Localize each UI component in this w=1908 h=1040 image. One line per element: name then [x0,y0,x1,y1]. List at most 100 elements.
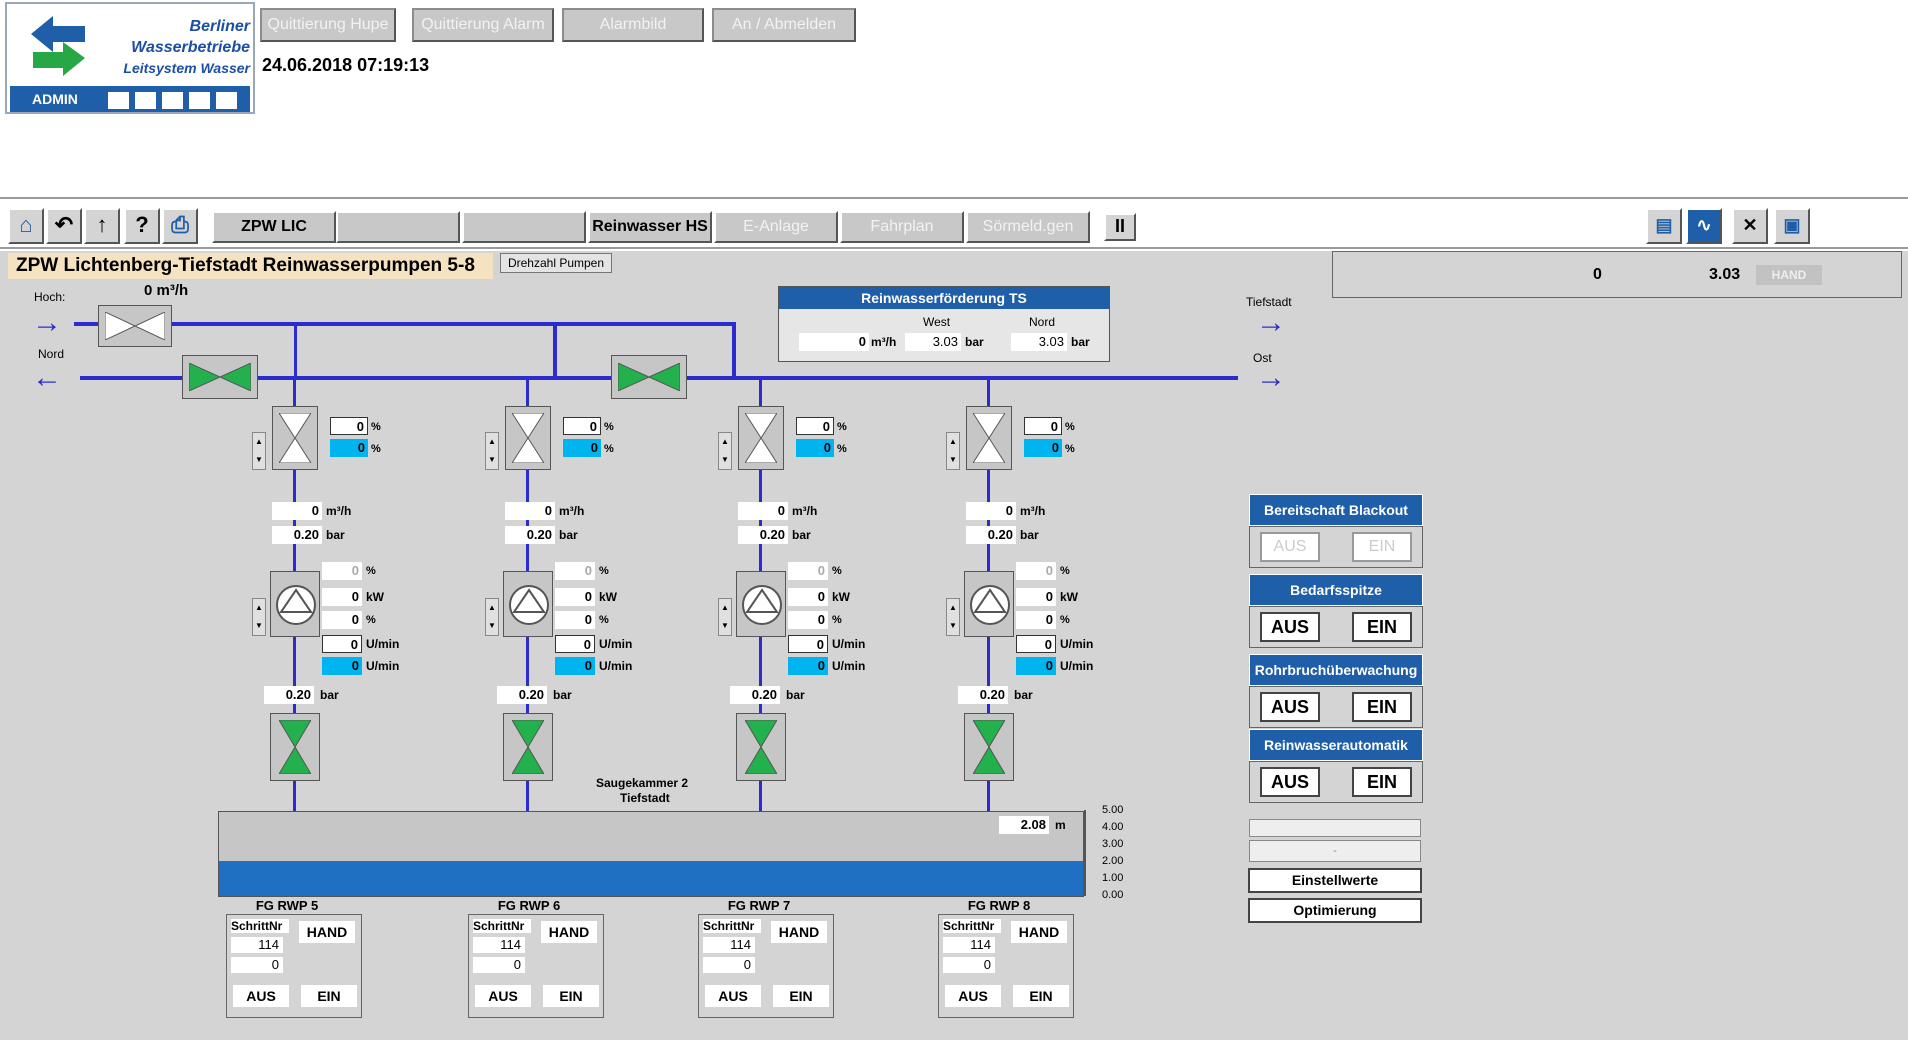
fg-aus-button[interactable]: AUS [233,985,289,1007]
fg-mode-button[interactable]: HAND [299,921,355,943]
pump-power: 0 [1016,588,1056,606]
pump-rpm-setpoint[interactable]: 0 [1016,635,1056,653]
pump-rpm-setpoint[interactable]: 0 [322,635,362,653]
pump-pct-1: 0 [555,562,595,580]
tools-icon[interactable]: ✕ [1732,208,1768,244]
an-abmelden-button[interactable]: An / Abmelden [712,8,856,42]
valve-top[interactable] [98,305,172,347]
valve-pump-top[interactable] [966,406,1012,470]
fg-ein-button[interactable]: EIN [1013,985,1069,1007]
pump[interactable] [503,571,553,637]
panel-aus-button[interactable]: AUS [1260,767,1320,797]
alarmbild-button[interactable]: Alarmbild [562,8,704,42]
fg-mode-button[interactable]: HAND [771,921,827,943]
pump[interactable] [736,571,786,637]
valve-open-icon [189,363,251,391]
trend-icon[interactable]: ∿ [1686,208,1722,244]
fg-mode-button[interactable]: HAND [1011,921,1067,943]
unit-umin: U/min [832,659,866,673]
pump-stepper[interactable]: ▲▼ [252,598,266,636]
drehzahl-pumpen-button[interactable]: Drehzahl Pumpen [500,253,612,273]
valve-main-1[interactable] [182,355,258,399]
valve-stepper[interactable]: ▲▼ [718,432,732,470]
valve-pump-bottom[interactable] [503,713,553,781]
rwf-col-nord: Nord [1029,315,1056,329]
panel-title: Rohrbruchüberwachung [1249,654,1423,686]
pump-stepper[interactable]: ▲▼ [485,598,499,636]
help-icon[interactable]: ? [124,208,160,244]
fg-title: FG RWP 5 [255,898,319,913]
print-icon[interactable]: ⎙ [162,208,198,244]
unit-bar: bar [553,688,572,702]
fg-ein-button[interactable]: EIN [773,985,829,1007]
einstellwerte-button[interactable]: Einstellwerte [1248,868,1422,893]
fg-ein-button[interactable]: EIN [543,985,599,1007]
panel-aus-button[interactable]: AUS [1260,692,1320,722]
fg-box: SchrittNr 114 0 HAND AUS EIN [938,914,1074,1018]
fg-aus-button[interactable]: AUS [705,985,761,1007]
valve-pump-bottom[interactable] [270,713,320,781]
fg-aus-button[interactable]: AUS [475,985,531,1007]
valve-position: 0 [1024,417,1062,435]
tab-reinwasser-hs[interactable]: Reinwasser HS [588,211,712,243]
unit-pct: % [837,443,847,455]
tab-e-anlage[interactable]: E-Anlage [714,211,838,243]
unit-m3h: m³/h [559,504,585,518]
valve-pump-bottom[interactable] [964,713,1014,781]
pump-stepper[interactable]: ▲▼ [718,598,732,636]
panel-ein-button[interactable]: EIN [1352,692,1412,722]
report-icon[interactable]: ▤ [1646,208,1682,244]
rwf-nord: 3.03 [1011,333,1067,351]
unit-pct: % [1060,614,1070,626]
fg-value: 0 [703,957,755,973]
pump-rpm-setpoint[interactable]: 0 [555,635,595,653]
panel-ein-button[interactable]: EIN [1352,532,1412,562]
valve-pump-top[interactable] [505,406,551,470]
valve-pump-top[interactable] [272,406,318,470]
pause-button[interactable]: II [1104,213,1136,241]
user-slot [107,91,130,110]
fg-schritt-value: 114 [473,937,525,953]
monitor-icon[interactable]: ▣ [1774,208,1810,244]
panel-aus-button[interactable]: AUS [1260,612,1320,642]
panel-aus-button[interactable]: AUS [1260,532,1320,562]
flow-value: 0 [966,502,1016,520]
valve-pump-bottom[interactable] [736,713,786,781]
rwf-west-unit: bar [965,335,984,349]
pump-stepper[interactable]: ▲▼ [946,598,960,636]
up-arrow-icon[interactable]: ↑ [84,208,120,244]
tab-fahrplan[interactable]: Fahrplan [840,211,964,243]
pump[interactable] [964,571,1014,637]
panel-ein-button[interactable]: EIN [1352,767,1412,797]
valve-stepper[interactable]: ▲▼ [485,432,499,470]
tab-empty-1[interactable] [336,211,460,243]
tab-zpw-lic[interactable]: ZPW LIC [212,211,336,243]
back-icon[interactable]: ↶ [46,208,82,244]
tab-soermeld-gen[interactable]: Sörmeld.gen [966,211,1090,243]
valve-stepper[interactable]: ▲▼ [252,432,266,470]
side-field-2: - [1249,840,1421,862]
panel-ein-button[interactable]: EIN [1352,612,1412,642]
valve-main-2[interactable] [611,355,687,399]
unit-umin: U/min [366,637,400,651]
fg-ein-button[interactable]: EIN [301,985,357,1007]
pump-icon [970,585,1010,625]
pressure-lower: 0.20 [730,686,780,704]
fg-schritt-value: 114 [703,937,755,953]
quittierung-hupe-button[interactable]: Quittierung Hupe [260,8,396,42]
unit-pct: % [366,614,376,626]
status-mode-badge: HAND [1756,265,1822,285]
logo-line1: Berliner [189,18,250,35]
pump[interactable] [270,571,320,637]
tab-empty-2[interactable] [462,211,586,243]
ost-label: Ost [1253,351,1272,365]
optimierung-button[interactable]: Optimierung [1248,898,1422,923]
quittierung-alarm-button[interactable]: Quittierung Alarm [412,8,554,42]
home-icon[interactable]: ⌂ [8,208,44,244]
pump-rpm-setpoint[interactable]: 0 [788,635,828,653]
valve-stepper[interactable]: ▲▼ [946,432,960,470]
valve-pump-top[interactable] [738,406,784,470]
pressure-lower: 0.20 [497,686,547,704]
fg-aus-button[interactable]: AUS [945,985,1001,1007]
fg-mode-button[interactable]: HAND [541,921,597,943]
